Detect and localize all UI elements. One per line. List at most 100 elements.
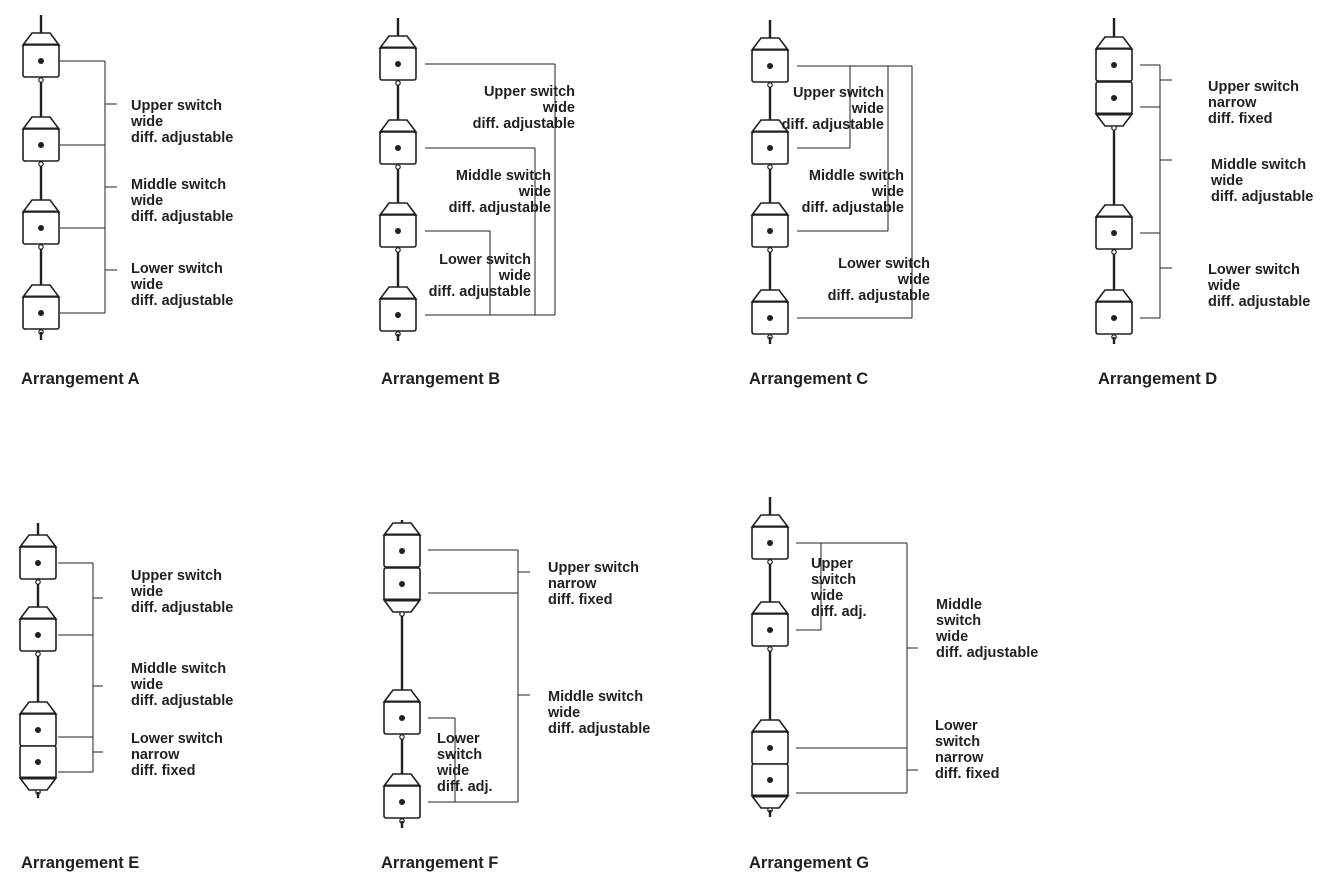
float-dot-icon — [767, 540, 773, 546]
arrangement-title: Arrangement B — [381, 370, 500, 388]
switch-label-line: Lower switch — [838, 256, 930, 272]
switch-label-line: diff. adjustable — [449, 200, 551, 216]
switch-label-line: diff. adjustable — [828, 288, 930, 304]
switch-label-line: wide — [547, 705, 580, 721]
switch-label-line: wide — [518, 184, 551, 200]
stem-joint-icon — [395, 247, 401, 253]
switch-label-line: diff. adjustable — [131, 293, 233, 309]
float-cap — [21, 199, 61, 213]
switch-label-line: narrow — [131, 747, 180, 763]
float-dot-icon — [1111, 95, 1117, 101]
float-dot-icon — [399, 581, 405, 587]
switch-label-line: switch — [811, 572, 856, 588]
switch-label-line: diff. adjustable — [131, 130, 233, 146]
stem-joint-icon — [395, 164, 401, 170]
float-dot-icon — [767, 745, 773, 751]
float-cap — [18, 606, 58, 620]
stem-joint-icon — [38, 77, 44, 83]
switch-label-line: wide — [897, 272, 930, 288]
float-dot-icon — [399, 715, 405, 721]
float-dot-icon — [1111, 230, 1117, 236]
float-dot-icon — [767, 777, 773, 783]
switch-label-line: Upper — [811, 556, 853, 572]
switch-label-line: wide — [871, 184, 904, 200]
switch-label-line: wide — [1207, 278, 1240, 294]
switch-label-line: Middle switch — [1211, 157, 1306, 173]
float-cap — [21, 284, 61, 298]
float-cap — [1094, 113, 1134, 127]
float-dot-icon — [38, 58, 44, 64]
float-cap — [378, 202, 418, 216]
switch-label-line: Upper switch — [793, 85, 884, 101]
switch-label-line: diff. fixed — [131, 763, 195, 779]
switch-label-line: diff. adj. — [437, 779, 493, 795]
switch-label-line: narrow — [1208, 95, 1257, 111]
switch-label-line: Lower — [935, 718, 978, 734]
switch-label-line: diff. adjustable — [548, 721, 650, 737]
switch-label-line: wide — [1210, 173, 1243, 189]
stem-joint-icon — [1111, 125, 1117, 131]
switch-label-line: diff. fixed — [935, 766, 999, 782]
switch-label-line: Middle switch — [131, 177, 226, 193]
switch-label-line: diff. adjustable — [131, 693, 233, 709]
switch-label-line: wide — [810, 588, 843, 604]
float-cap — [378, 119, 418, 133]
float-dot-icon — [767, 228, 773, 234]
switch-label-line: Upper switch — [131, 98, 222, 114]
float-cap — [382, 689, 422, 703]
float-cap — [382, 522, 422, 536]
switch-label-line: diff. fixed — [548, 592, 612, 608]
switch-label-line: Lower — [437, 731, 480, 747]
float-cap — [750, 202, 790, 216]
switch-label-line: wide — [542, 100, 575, 116]
switch-label-line: Upper switch — [131, 568, 222, 584]
switch-label-line: Lower switch — [439, 252, 531, 268]
float-cap — [382, 599, 422, 613]
stem-joint-icon — [38, 244, 44, 250]
float-dot-icon — [395, 145, 401, 151]
arrangement-title: Arrangement C — [749, 370, 868, 388]
float-cap — [750, 514, 790, 528]
switch-label-line: wide — [130, 277, 163, 293]
stem-joint-icon — [1111, 249, 1117, 255]
switch-label-line: wide — [498, 268, 531, 284]
float-cap — [750, 37, 790, 51]
switch-label-line: Upper switch — [1208, 79, 1299, 95]
float-dot-icon — [35, 727, 41, 733]
switch-label-line: diff. fixed — [1208, 111, 1272, 127]
switch-label-line: Lower switch — [131, 261, 223, 277]
switch-label-line: Lower switch — [131, 731, 223, 747]
float-dot-icon — [38, 310, 44, 316]
stem-joint-icon — [38, 161, 44, 167]
switch-label-line: Lower switch — [1208, 262, 1300, 278]
float-dot-icon — [399, 799, 405, 805]
switch-label-line: switch — [935, 734, 980, 750]
stem-joint-icon — [399, 734, 405, 740]
float-cap — [378, 286, 418, 300]
stem-joint-icon — [767, 164, 773, 170]
switch-label-line: diff. adjustable — [473, 116, 575, 132]
switch-label-line: Upper switch — [548, 560, 639, 576]
stem-joint-icon — [767, 247, 773, 253]
float-cap — [21, 116, 61, 130]
